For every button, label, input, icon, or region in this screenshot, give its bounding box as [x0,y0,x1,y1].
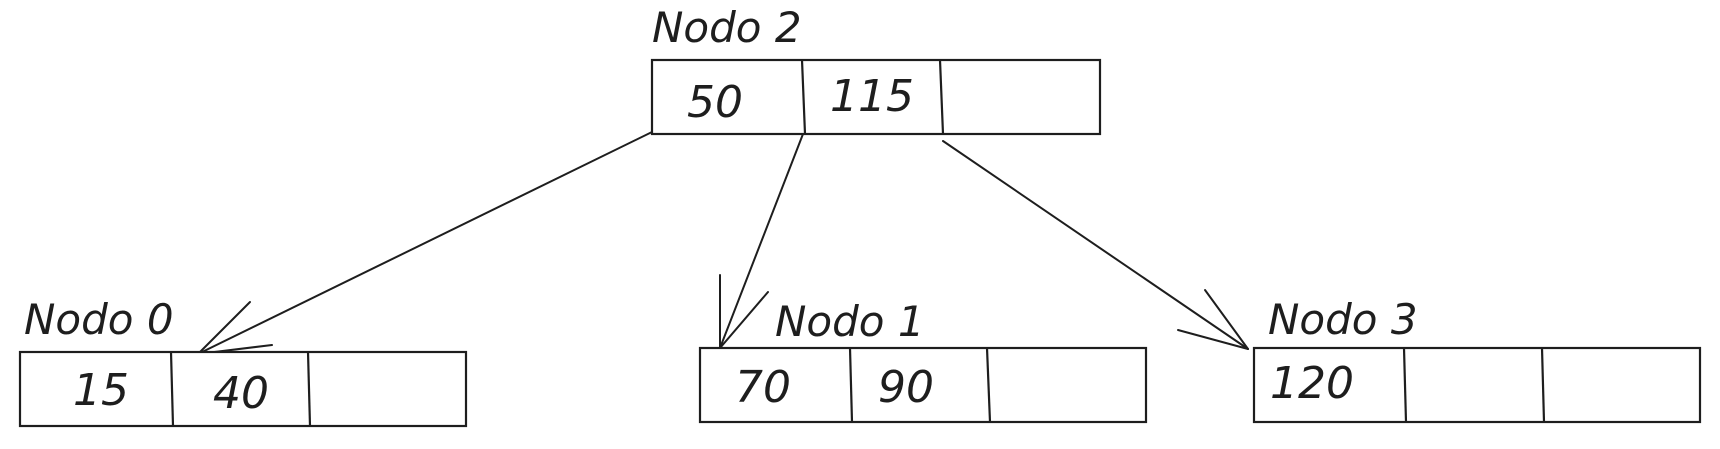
edge-node2-to-node1 [719,133,804,349]
node-1-key-2: 90 [878,362,934,413]
node-1: Nodo 1 70 90 [698,297,1148,424]
node-2-key-2: 115 [830,71,914,122]
node-2-title: Nodo 2 [652,3,802,52]
node-3-divider-2 [1540,347,1546,423]
node-3-box [1252,346,1702,424]
node-3: Nodo 3 120 [1252,295,1702,424]
node-2: Nodo 2 50 115 [650,3,1102,136]
node-2-divider-1 [800,59,807,135]
node-0-key-2: 40 [213,368,269,419]
node-2-box [650,58,1102,136]
node-3-divider-1 [1402,347,1408,423]
node-1-key-1: 70 [735,362,791,413]
node-0-divider-2 [306,351,312,427]
node-0-box [18,350,468,428]
edge-node2-to-node3 [942,140,1249,350]
edge-node2-to-node0 [197,131,653,355]
node-0: Nodo 0 15 40 [18,295,468,428]
node-0-key-1: 15 [73,365,129,416]
edges [197,131,1249,355]
node-1-divider-1 [848,347,854,423]
node-0-divider-1 [169,351,175,427]
node-3-key-1: 120 [1270,358,1354,409]
node-1-box [698,346,1148,424]
node-2-divider-2 [938,59,945,135]
node-1-divider-2 [985,347,992,423]
node-3-title: Nodo 3 [1268,295,1418,344]
node-1-title: Nodo 1 [775,297,925,346]
node-0-title: Nodo 0 [24,295,174,344]
node-2-key-1: 50 [687,77,743,128]
